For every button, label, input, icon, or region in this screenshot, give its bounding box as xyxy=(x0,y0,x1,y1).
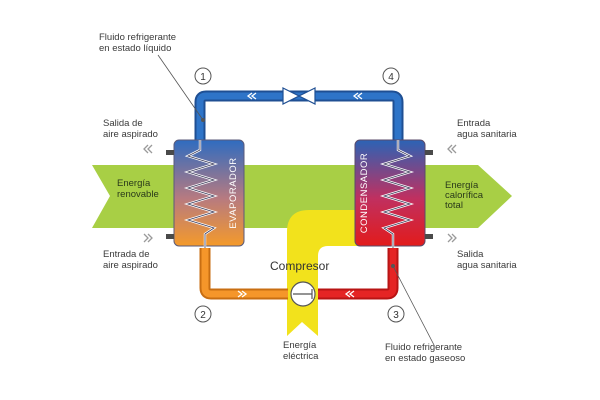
flow-arrows xyxy=(237,92,363,298)
liquid-refrigerant-label: Fluido refrigerante en estado líquido xyxy=(99,32,179,54)
step-2: 2 xyxy=(200,310,206,321)
step-4: 4 xyxy=(388,72,394,83)
exhaust-air-label: Salida de aire aspirado xyxy=(103,118,158,140)
condenser: CONDENSADOR xyxy=(354,139,426,248)
compressor-label: Compresor xyxy=(270,259,329,273)
step-3: 3 xyxy=(393,310,399,321)
gas-refrigerant-label: Fluido refrigerante en estado gaseoso xyxy=(385,342,465,364)
step-1: 1 xyxy=(200,72,206,83)
step-markers: 1 2 3 4 xyxy=(194,67,405,323)
evaporator: EVAPORADOR xyxy=(173,139,245,248)
evaporator-label: EVAPORADOR xyxy=(228,157,239,228)
renewable-energy-label: Energía renovable xyxy=(117,178,159,200)
water-out-label: Salida agua sanitaria xyxy=(457,249,517,271)
side-flow-chevrons xyxy=(143,144,457,243)
compressor-icon xyxy=(290,281,316,307)
expansion-valve-icon xyxy=(282,87,316,105)
condenser-label: CONDENSADOR xyxy=(359,153,370,233)
leader-lines xyxy=(157,54,435,346)
exchanger-connectors xyxy=(166,150,433,239)
intake-air-label: Entrada de aire aspirado xyxy=(103,249,158,271)
electric-energy-label: Energía eléctrica xyxy=(283,340,319,362)
water-in-label: Entrada agua sanitaria xyxy=(457,118,517,140)
total-heat-energy-label: Energía calorífica total xyxy=(445,180,486,211)
